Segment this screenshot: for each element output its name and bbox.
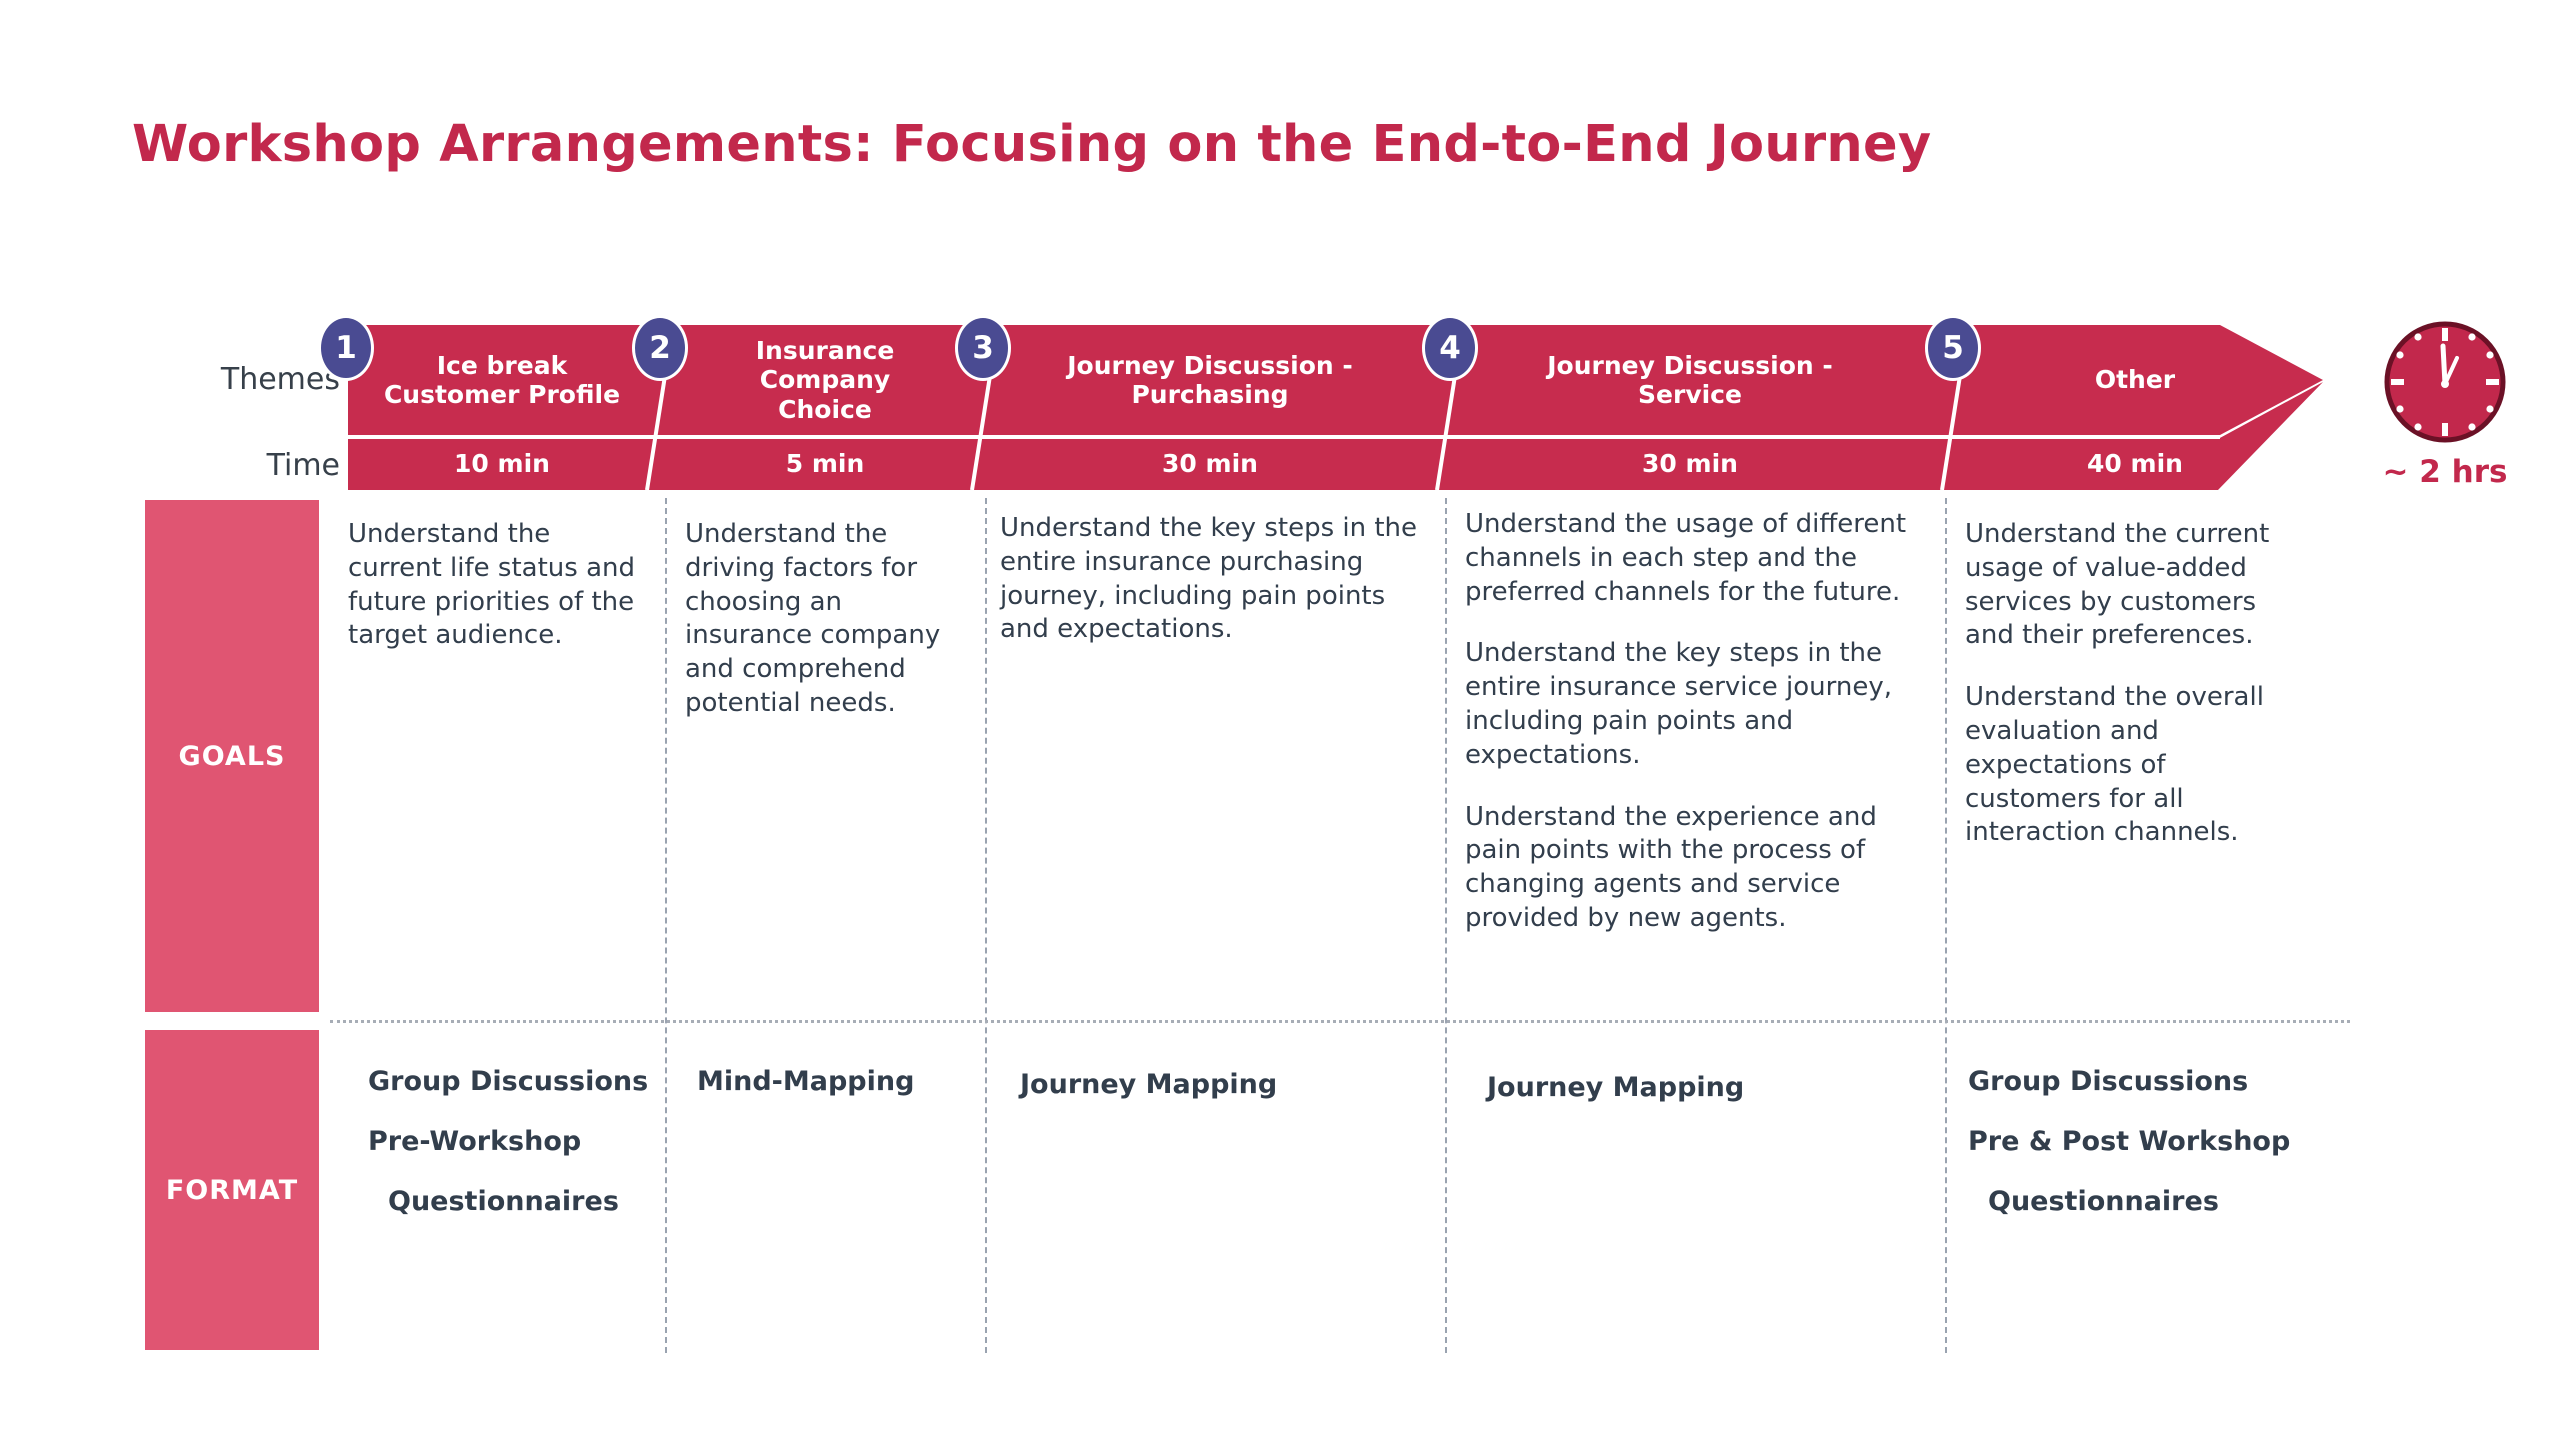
column-divider-4: [1945, 498, 1947, 1353]
step-bubble-4[interactable]: 4: [1422, 315, 1478, 381]
category-box-goals: GOALS: [145, 500, 319, 1012]
step-bubble-1[interactable]: 1: [318, 315, 374, 381]
goals-cell-2: Understand the driving factors for choos…: [685, 519, 941, 718]
duration-label: ~ 2 hrs: [2382, 454, 2508, 490]
goals-cell-3: Understand the key steps in the entire i…: [1000, 513, 1418, 645]
goals-cell-1: Understand the current life status and f…: [348, 519, 635, 651]
timeline-banner: [348, 325, 2323, 490]
content-grid: [330, 498, 2350, 1353]
column-divider-1: [665, 498, 667, 1353]
goals-cell-4: Understand the usage of different channe…: [1465, 509, 1907, 933]
page-title: Workshop Arrangements: Focusing on the E…: [132, 115, 1932, 174]
category-box-format: FORMAT: [145, 1030, 319, 1350]
step-bubble-3[interactable]: 3: [955, 315, 1011, 381]
row-label-time: Time: [266, 448, 340, 483]
duration-indicator: ~ 2 hrs: [2380, 320, 2510, 490]
format-cell-2: Mind-Mapping: [697, 1066, 915, 1097]
step-bubble-2[interactable]: 2: [632, 315, 688, 381]
row-divider: [330, 1020, 2350, 1023]
goals-cell-5: Understand the current usage of value-ad…: [1965, 519, 2270, 848]
format-cell-5: Group Discussions Pre & Post Workshop Qu…: [1968, 1066, 2291, 1217]
format-cell-1: Group Discussions Pre-Workshop Questionn…: [368, 1066, 649, 1217]
column-divider-2: [985, 498, 987, 1353]
step-bubble-5[interactable]: 5: [1925, 315, 1981, 381]
format-cell-3: Journey Mapping: [1020, 1069, 1278, 1100]
column-divider-3: [1445, 498, 1447, 1353]
clock-icon: [2384, 321, 2506, 443]
row-label-themes: Themes: [220, 362, 340, 397]
format-cell-4: Journey Mapping: [1487, 1072, 1745, 1103]
